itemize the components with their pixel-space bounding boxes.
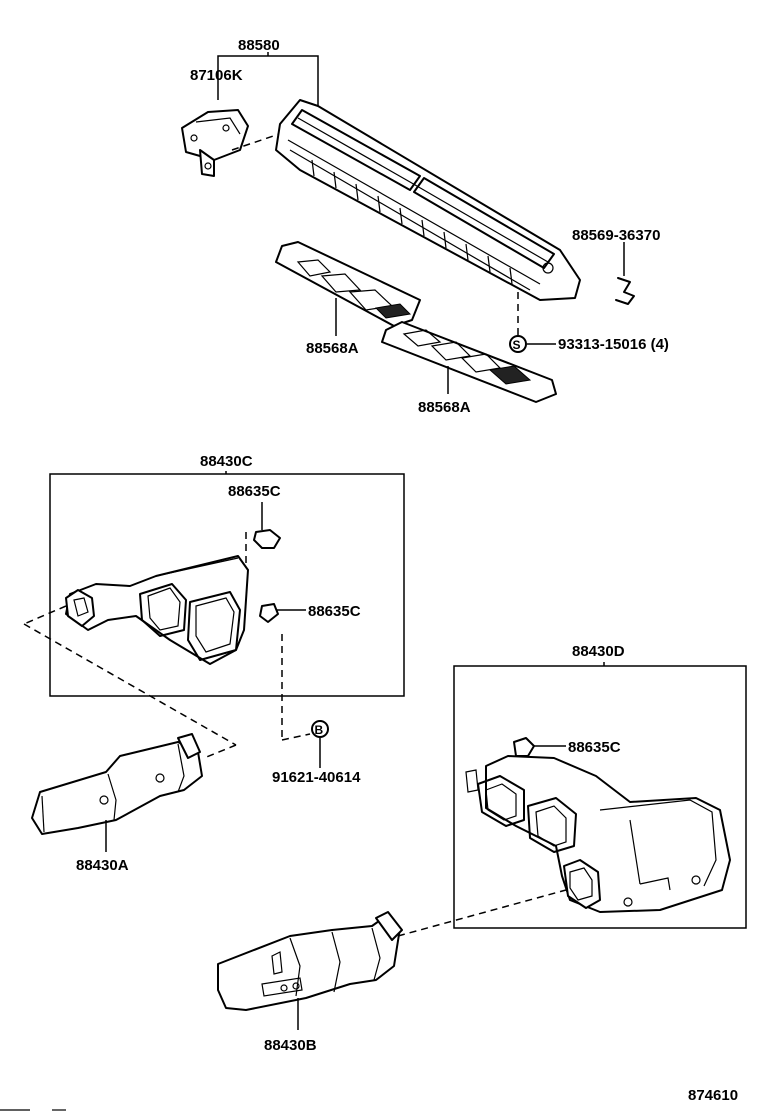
symbol-b[interactable]: B (311, 720, 329, 768)
label-88569-36370[interactable]: 88569-36370 (572, 227, 660, 244)
label-88635c-3[interactable]: 88635C (568, 739, 621, 756)
part-88430c-duct[interactable] (65, 555, 249, 665)
part-88430b-duct[interactable] (217, 911, 403, 1030)
label-88635c-2[interactable]: 88635C (308, 603, 361, 620)
label-93313-15016[interactable]: 93313-15016 (4) (558, 336, 669, 353)
dashed-leader-88430a (23, 605, 237, 759)
part-88430d-duct[interactable] (465, 755, 731, 913)
label-87106k-group: 87106K (190, 67, 243, 84)
box-88430c (49, 473, 405, 697)
label-88568a-1[interactable]: 88568A (306, 340, 359, 357)
part-88635c-clip-2[interactable] (259, 603, 279, 623)
label-88430d[interactable]: 88430D (572, 643, 625, 660)
part-88635c-clip-1[interactable] (245, 529, 281, 564)
box-88430d (453, 665, 747, 929)
label-88430b[interactable]: 88430B (264, 1037, 317, 1054)
part-88635c-clip-3[interactable] (513, 737, 535, 757)
dashed-leader-91621 (281, 634, 311, 741)
part-88580-nozzle[interactable] (275, 99, 581, 336)
label-88430c[interactable]: 88430C (200, 453, 253, 470)
symbol-s[interactable]: S (509, 335, 556, 353)
part-88430a-duct[interactable] (31, 733, 203, 852)
part-88568a-grille-2[interactable] (381, 321, 557, 403)
dashed-leader-88430b (397, 889, 567, 937)
symbol-b-text: B (315, 723, 324, 737)
nozzle-ribs (311, 159, 513, 285)
part-88568a-grille-1[interactable] (275, 241, 421, 336)
label-87106k[interactable]: 87106K (190, 67, 243, 84)
part-87106k[interactable] (181, 109, 286, 177)
label-88580-group: 88580 (217, 37, 319, 110)
label-88430a[interactable]: 88430A (76, 857, 129, 874)
label-88580[interactable]: 88580 (238, 37, 280, 54)
label-88568a-2[interactable]: 88568A (418, 399, 471, 416)
part-88569-clip[interactable] (615, 242, 635, 305)
diagram-id: 874610 (688, 1087, 738, 1104)
label-91621-40614[interactable]: 91621-40614 (272, 769, 361, 786)
symbol-s-text: S (513, 338, 521, 352)
label-88635c-1[interactable]: 88635C (228, 483, 281, 500)
